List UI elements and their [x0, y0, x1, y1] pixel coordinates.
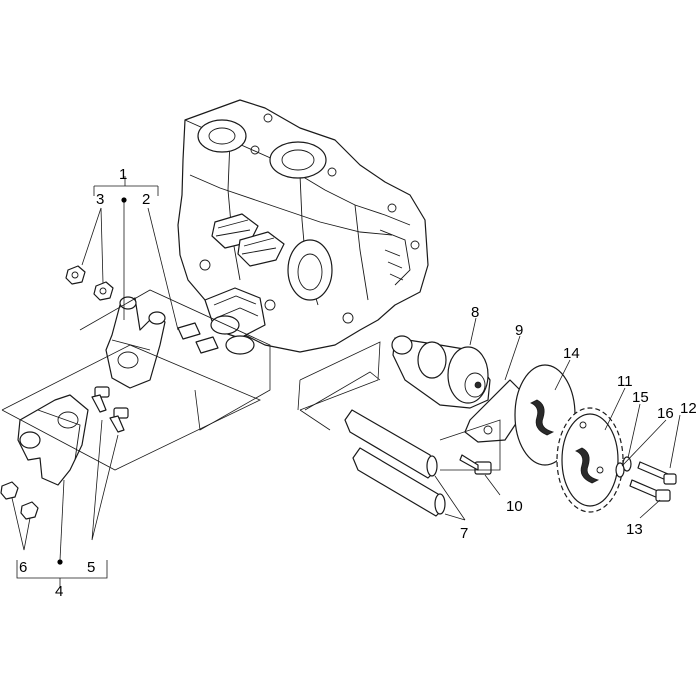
callout-9: 9	[515, 322, 523, 339]
callout-11: 11	[617, 373, 633, 390]
callout-4: 4	[55, 583, 63, 600]
callout-14: 14	[563, 345, 580, 362]
cylinder-head	[177, 99, 429, 353]
rocker-arm-upper	[105, 296, 166, 389]
leader-lines	[1, 176, 681, 588]
washer-16	[615, 462, 625, 478]
washer-15	[622, 456, 632, 472]
valve-springs	[210, 315, 255, 355]
camshaft	[391, 335, 491, 409]
shims-2	[177, 322, 219, 354]
callout-12: 12	[680, 400, 697, 417]
bracket-dot-1	[121, 197, 127, 203]
rocker-shaft-lower	[352, 447, 446, 517]
nut-6b	[20, 501, 39, 520]
bolt-13	[629, 479, 671, 502]
nut-3b	[93, 281, 114, 301]
callout-2: 2	[142, 191, 150, 208]
bracket-dot-4	[57, 559, 63, 565]
bolt-12	[637, 461, 677, 485]
timing-sprocket	[556, 407, 624, 513]
callout-8: 8	[471, 304, 479, 321]
bolt-5a	[91, 386, 110, 413]
callout-10: 10	[506, 498, 523, 515]
callout-3: 3	[96, 191, 104, 208]
nut-6a	[0, 481, 19, 500]
callout-7: 7	[460, 525, 468, 542]
bolt-5b	[109, 407, 129, 433]
callout-6: 6	[19, 559, 27, 576]
rocker-arm-lower	[17, 394, 89, 486]
callout-15: 15	[632, 389, 649, 406]
callout-1: 1	[119, 166, 127, 183]
screw-10	[459, 454, 492, 475]
callout-5: 5	[87, 559, 95, 576]
nut-3a	[65, 265, 86, 285]
callout-13: 13	[626, 521, 643, 538]
rocker-shaft-upper	[344, 409, 438, 479]
callout-16: 16	[657, 405, 674, 422]
